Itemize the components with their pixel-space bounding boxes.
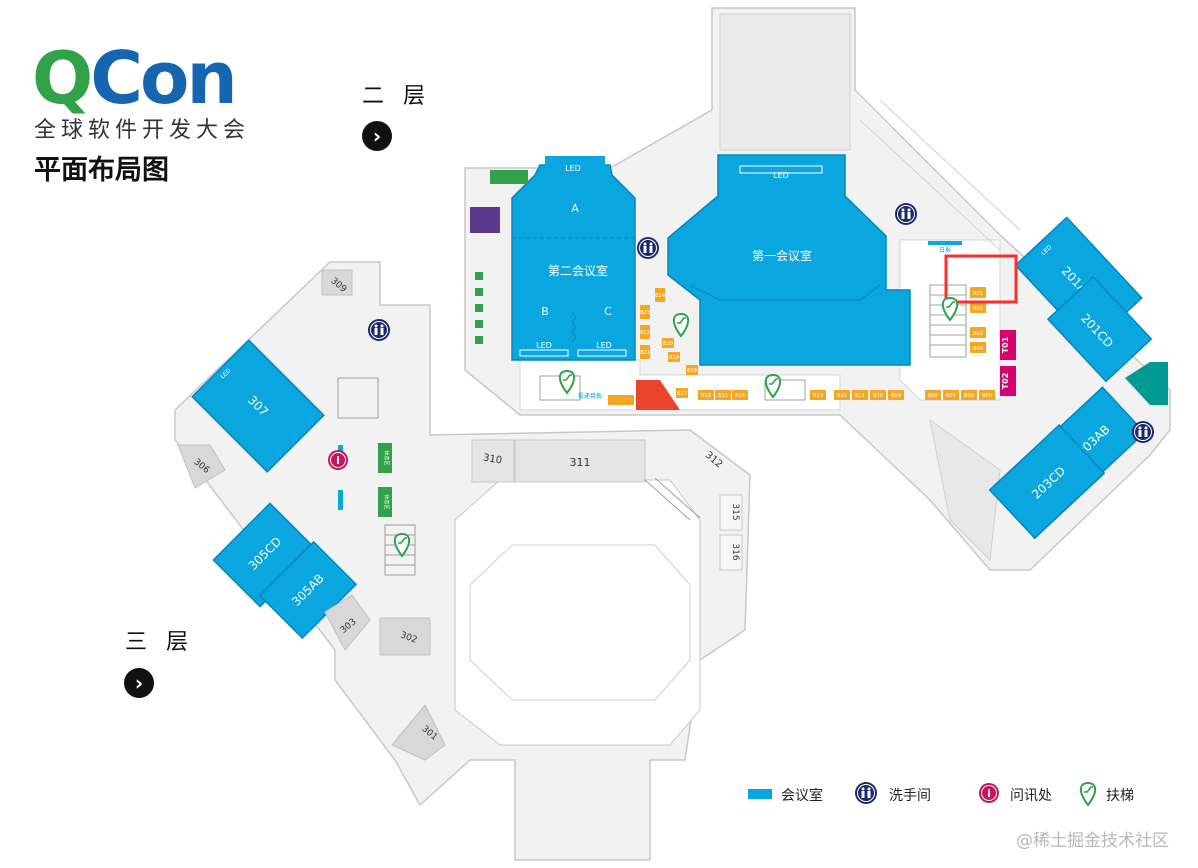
floor-2-nav-button[interactable]: › <box>362 121 392 151</box>
svg-text:B14: B14 <box>735 393 745 399</box>
svg-text:B12: B12 <box>837 393 847 399</box>
svg-text:B08: B08 <box>928 393 938 399</box>
svg-text:B07: B07 <box>946 393 956 399</box>
svg-text:LED: LED <box>596 341 612 350</box>
svg-text:A: A <box>571 202 579 215</box>
svg-text:LED: LED <box>536 341 552 350</box>
restroom-icon <box>1131 420 1155 444</box>
svg-text:B21: B21 <box>640 350 650 356</box>
svg-text:休息区: 休息区 <box>383 494 390 509</box>
svg-text:投递目板: 投递目板 <box>578 392 602 400</box>
room-311: 311 <box>570 456 591 469</box>
escalator-icon <box>1079 782 1097 806</box>
qcon-logo: QCon <box>32 36 238 120</box>
svg-text:T01: T01 <box>1001 336 1010 353</box>
highlight-box <box>944 254 1018 304</box>
restroom-icon <box>367 318 391 342</box>
svg-text:B03: B03 <box>973 331 983 337</box>
svg-text:日报: 日报 <box>939 246 951 254</box>
info-desk-icon <box>978 782 1000 804</box>
svg-text:LED: LED <box>773 171 789 180</box>
svg-text:B17: B17 <box>677 391 687 397</box>
floor-3-nav-button[interactable]: › <box>124 668 154 698</box>
legend-meeting-swatch <box>748 789 772 799</box>
third-floor-plan: 311 310 312 315 316 307 LED 305CD 305AB … <box>174 261 751 861</box>
watermark: @稀土掘金技术社区 <box>1016 831 1169 851</box>
second-floor-plan: LED A 第二会议室 B C LED LED LED 第一会议室 201AB … <box>464 7 1171 571</box>
svg-text:B10: B10 <box>873 393 883 399</box>
svg-text:LED: LED <box>565 164 581 173</box>
svg-text:B05: B05 <box>982 393 992 399</box>
svg-text:B20: B20 <box>663 341 673 347</box>
legend <box>748 781 1097 806</box>
svg-text:B02: B02 <box>973 306 983 312</box>
svg-text:B16: B16 <box>701 393 711 399</box>
svg-text:C: C <box>604 305 612 318</box>
chevron-right-icon: › <box>134 671 144 695</box>
svg-text:B11: B11 <box>855 393 865 399</box>
svg-text:B22: B22 <box>640 330 650 336</box>
room-310: 310 <box>482 452 503 466</box>
legend-restroom-label: 洗手间 <box>889 788 931 804</box>
restroom-icon <box>894 202 918 226</box>
svg-text:B24: B24 <box>655 293 665 299</box>
restroom-icon <box>636 236 660 260</box>
booth-t01 <box>1000 330 1016 360</box>
room-315: 315 <box>730 503 740 520</box>
svg-text:B15: B15 <box>718 393 728 399</box>
chevron-right-icon: › <box>372 124 382 148</box>
svg-text:B06: B06 <box>964 393 974 399</box>
svg-text:T02: T02 <box>1001 373 1010 390</box>
svg-text:B04: B04 <box>973 346 983 352</box>
svg-text:B18: B18 <box>687 368 697 374</box>
booth-t02 <box>1000 366 1016 396</box>
svg-text:休息区: 休息区 <box>383 450 390 465</box>
legend-info-label: 问讯处 <box>1010 788 1052 804</box>
legend-escalator-label: 扶梯 <box>1106 788 1134 804</box>
svg-text:B09: B09 <box>891 393 901 399</box>
room-second-hall: 第二会议室 <box>548 263 608 278</box>
page-title: 平面布局图 <box>34 155 169 186</box>
floor-2-label: 二 层 <box>362 84 431 109</box>
room-316: 316 <box>730 543 740 560</box>
svg-text:B01: B01 <box>973 291 983 297</box>
legend-meeting-label: 会议室 <box>781 788 823 804</box>
svg-text:B19: B19 <box>669 355 679 361</box>
svg-text:B23: B23 <box>640 310 650 316</box>
floor-3-label: 三 层 <box>125 630 194 655</box>
logo-subtitle: 全球软件开发大会 <box>34 118 251 143</box>
restroom-icon <box>854 781 878 805</box>
room-first-hall: 第一会议室 <box>752 248 812 263</box>
info-desk-icon <box>327 449 349 471</box>
svg-text:B13: B13 <box>813 393 823 399</box>
svg-text:B: B <box>541 305 549 318</box>
